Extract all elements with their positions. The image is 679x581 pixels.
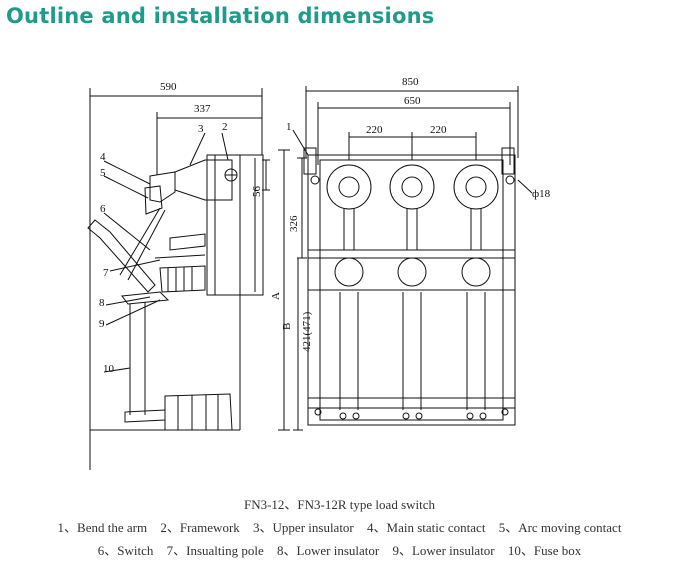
page-title: Outline and installation dimensions — [6, 4, 435, 28]
callout-10: 10 — [103, 363, 115, 375]
dim-337: 337 — [194, 103, 211, 115]
callout-7: 7 — [103, 267, 109, 279]
callout-2: 2 — [222, 121, 228, 133]
callout-3: 3 — [198, 123, 204, 135]
dim-326: 326 — [288, 215, 300, 232]
legend-row-2: 6、Switch 7、Insualting pole 8、Lower insul… — [0, 540, 679, 559]
legend-item: 9、Lower insulator — [392, 543, 495, 558]
dim-850: 850 — [402, 76, 419, 88]
callout-9: 9 — [99, 318, 105, 330]
legend-item: 7、Insualting pole — [166, 543, 264, 558]
legend-item: 3、Upper insulator — [253, 520, 354, 535]
dim-a: A — [270, 292, 282, 300]
callout-6: 6 — [100, 203, 106, 215]
dim-650: 650 — [404, 95, 421, 107]
callout-1: 1 — [286, 121, 292, 133]
outline-dimensions-drawing: 590 337 56 A B 4 5 6 7 8 9 10 3 2 850 65… — [87, 76, 551, 470]
dim-421-471: 421(471) — [301, 311, 313, 352]
callout-4: 4 — [100, 151, 106, 163]
legend-item: 10、Fuse box — [507, 543, 582, 558]
callout-5: 5 — [100, 167, 106, 179]
dim-56: 56 — [251, 186, 263, 198]
dim-b: B — [281, 323, 293, 330]
legend-item: 1、Bend the arm — [57, 520, 148, 535]
legend-item: 2、Framework — [160, 520, 240, 535]
dim-590: 590 — [160, 81, 177, 93]
legend-item: 5、Arc moving contact — [498, 520, 622, 535]
dim-220-left: 220 — [366, 124, 383, 136]
dim-hole-18: ф18 — [532, 188, 551, 200]
front-view — [292, 86, 533, 431]
dim-220-right: 220 — [430, 124, 447, 136]
callout-8: 8 — [99, 297, 105, 309]
figure-caption: FN3-12、FN3-12R type load switch — [243, 497, 436, 512]
legend-item: 8、Lower insulator — [277, 543, 380, 558]
legend-item: 6、Switch — [97, 543, 154, 558]
legend-item: 4、Main static contact — [367, 520, 486, 535]
legend-row-1: 1、Bend the arm 2、Framework 3、Upper insul… — [0, 517, 679, 536]
side-view — [87, 88, 290, 470]
